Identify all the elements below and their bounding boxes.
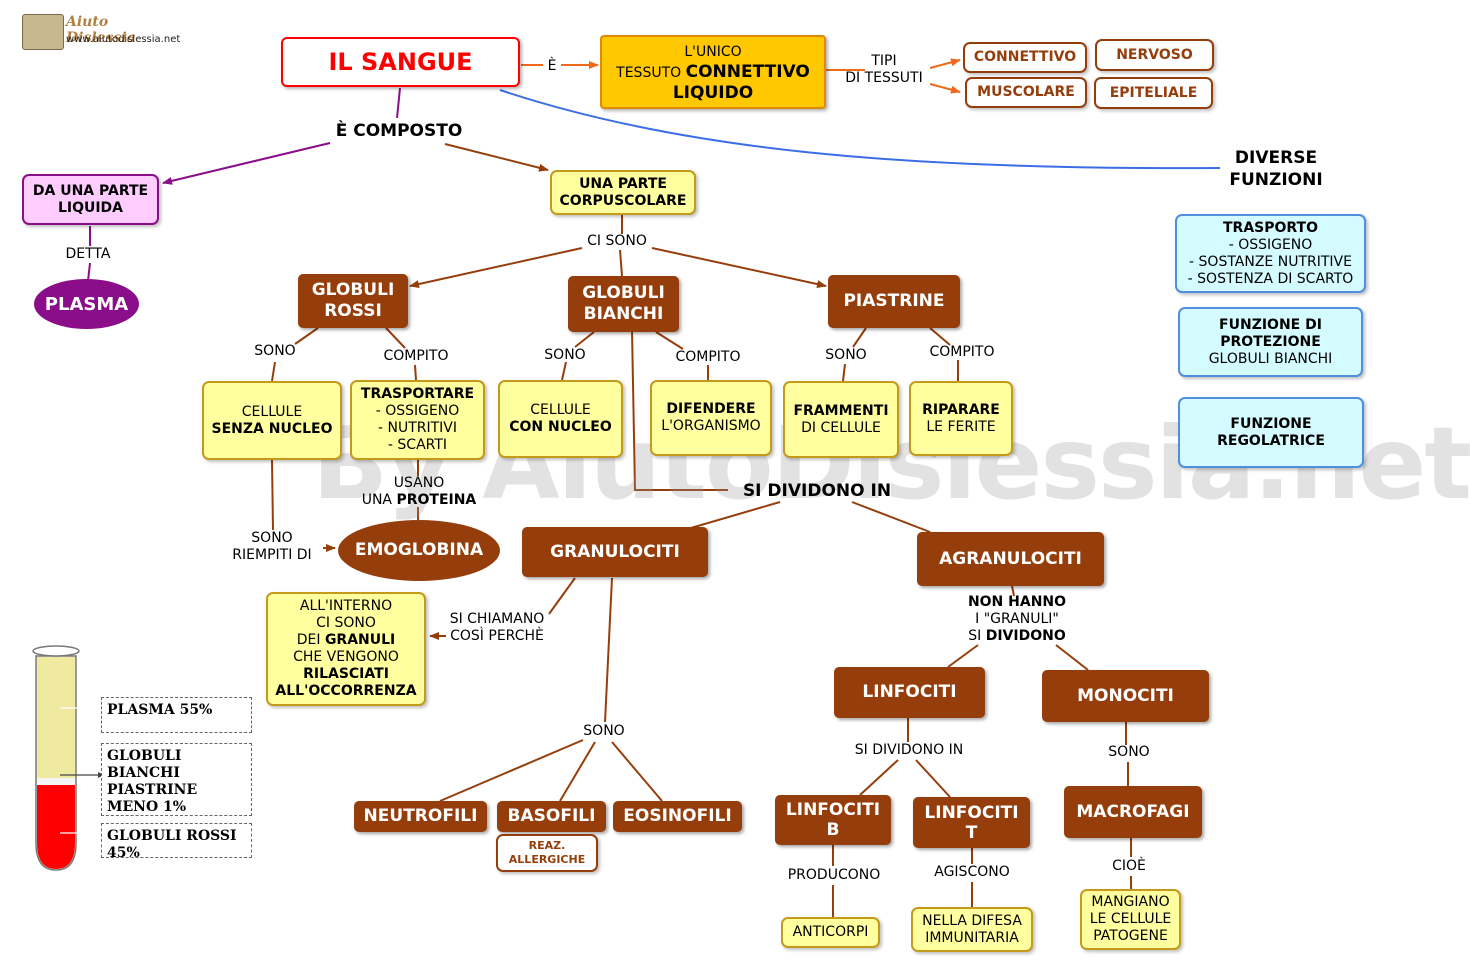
label-si-dividono-in: SI DIVIDONO IN bbox=[854, 742, 964, 758]
tissue-nervoso: NERVOSO bbox=[1095, 39, 1214, 71]
label-composto: È COMPOSTO bbox=[335, 121, 463, 141]
macrofagi-box: MACROFAGI bbox=[1064, 786, 1202, 838]
label-sono-gb: SONO bbox=[544, 347, 586, 363]
label-e: È bbox=[547, 58, 557, 74]
linfociti-box: LINFOCITI bbox=[834, 667, 985, 718]
tissue-connettivo: CONNETTIVO bbox=[963, 42, 1087, 73]
logo[interactable]: Aiuto Dislessia www.aiutodislessia.net bbox=[20, 12, 180, 52]
tube-rossi-label: GLOBULI ROSSI 45% bbox=[101, 823, 252, 861]
tissue-muscolare: MUSCOLARE bbox=[965, 77, 1087, 108]
tube-plasma-label: PLASMA 55% bbox=[101, 697, 252, 733]
label-compito-gr: COMPITO bbox=[383, 348, 449, 364]
label-si-dividono: SI DIVIDONO IN bbox=[742, 481, 892, 501]
connector-lines bbox=[32, 58, 1221, 917]
tessuto-box: L'UNICO TESSUTO CONNETTIVO LIQUIDO bbox=[600, 35, 826, 109]
agranulociti-box: AGRANULOCITI bbox=[917, 532, 1104, 586]
label-agiscono: AGISCONO bbox=[934, 864, 1010, 880]
plasma-ellipse: PLASMA bbox=[34, 279, 139, 329]
logo-name: Aiuto Dislessia bbox=[66, 14, 136, 46]
test-tube bbox=[32, 645, 104, 871]
label-compito-gb: COMPITO bbox=[675, 349, 741, 365]
label-sono-p: SONO bbox=[825, 347, 867, 363]
book-icon bbox=[22, 14, 64, 50]
neutrofili-box: NEUTROFILI bbox=[354, 801, 487, 832]
label-usano: USANO UNA PROTEINA bbox=[361, 475, 477, 508]
label-sono-mono: SONO bbox=[1108, 744, 1150, 760]
piastrine-box: PIASTRINE bbox=[828, 275, 960, 328]
monociti-box: MONOCITI bbox=[1042, 670, 1209, 722]
emoglobina-ellipse: EMOGLOBINA bbox=[338, 520, 500, 581]
label-cioe: CIOÈ bbox=[1112, 858, 1146, 874]
label-producono: PRODUCONO bbox=[787, 867, 881, 883]
tessuto-line2: TESSUTO CONNETTIVO bbox=[616, 61, 810, 82]
tessuto-line3: LIQUIDO bbox=[672, 82, 754, 103]
label-detta: DETTA bbox=[65, 246, 111, 262]
logo-url: www.aiutodislessia.net bbox=[66, 34, 181, 45]
granulociti-box: GRANULOCITI bbox=[522, 527, 708, 577]
trasportare-box: TRASPORTARE - OSSIGENO - NUTRITIVI - SCA… bbox=[350, 380, 485, 460]
anticorpi-box: ANTICORPI bbox=[781, 917, 880, 948]
trasporto-box: TRASPORTO - OSSIGENO - SOSTANZE NUTRITIV… bbox=[1175, 214, 1366, 293]
reaz-allergiche-box: REAZ.ALLERGICHE bbox=[496, 834, 598, 872]
eosinofili-box: EOSINOFILI bbox=[613, 801, 742, 832]
page-title: IL SANGUE bbox=[328, 47, 473, 76]
tissue-epiteliale: EPITELIALE bbox=[1094, 77, 1213, 109]
tessuto-line1: L'UNICO bbox=[684, 43, 742, 60]
label-non-hanno: NON HANNO I "GRANULI" SI DIVIDONO bbox=[967, 594, 1067, 644]
label-sono-gr: SONO bbox=[254, 343, 296, 359]
label-sono-gran: SONO bbox=[583, 723, 625, 739]
protezione-box: FUNZIONE DI PROTEZIONE GLOBULI BIANCHI bbox=[1178, 307, 1363, 377]
granuli-box: ALL'INTERNO CI SONO DEI GRANULI CHE VENG… bbox=[266, 592, 426, 706]
label-compito-p: COMPITO bbox=[929, 344, 995, 360]
basofili-box: BASOFILI bbox=[497, 801, 606, 832]
label-ci-sono: CI SONO bbox=[587, 233, 647, 249]
title-box: IL SANGUE bbox=[281, 37, 520, 87]
